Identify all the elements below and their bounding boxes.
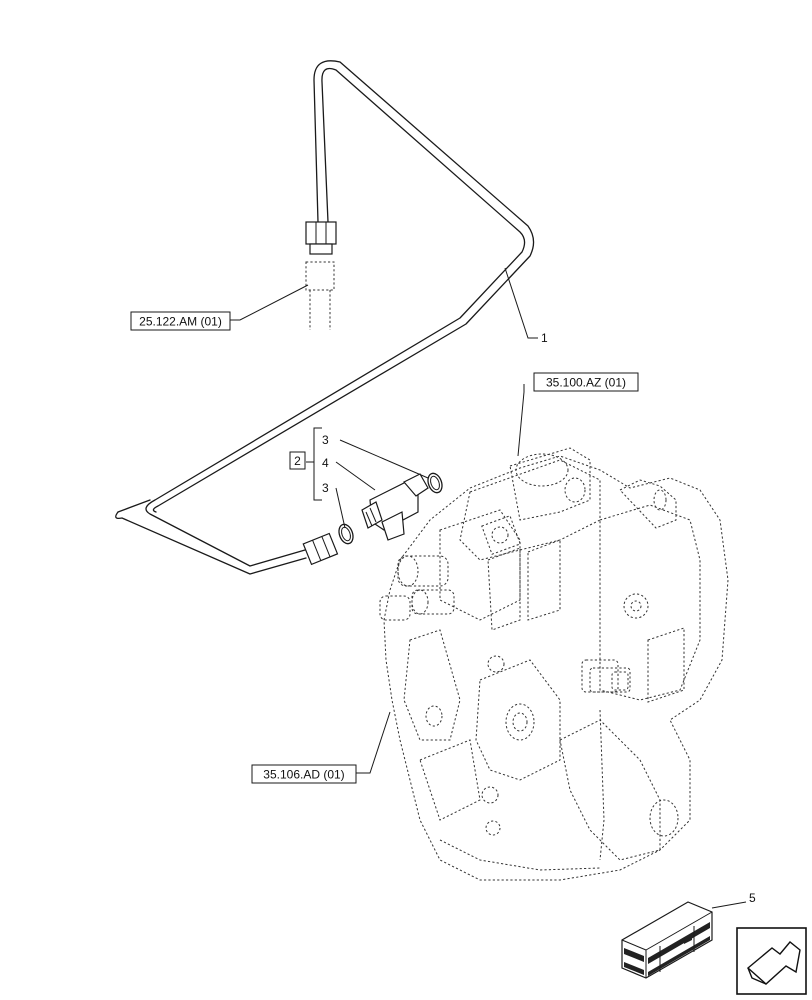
hydraulic-pipe	[115, 60, 535, 575]
item-numbers: 1 3 4 3 5	[322, 331, 756, 905]
svg-text:3: 3	[322, 481, 329, 495]
o-ring-lower	[338, 523, 354, 545]
o-ring-upper	[427, 472, 443, 494]
svg-text:2: 2	[294, 454, 301, 468]
svg-text:25.122.AM (01): 25.122.AM (01)	[139, 315, 222, 329]
svg-text:3: 3	[322, 433, 329, 447]
svg-text:5: 5	[749, 891, 756, 905]
pump-assembly	[379, 447, 729, 881]
next-page-arrow-icon[interactable]	[736, 927, 807, 995]
callout-25-122: 25.122.AM (01)	[130, 311, 231, 331]
svg-text:35.106.AD (01): 35.106.AD (01)	[263, 768, 344, 782]
leader-lines	[230, 267, 747, 909]
tee-fitting	[361, 473, 429, 541]
svg-text:4: 4	[322, 456, 329, 470]
kit-callout: 2	[289, 451, 306, 470]
mating-port-hidden	[305, 261, 335, 330]
svg-text:1: 1	[541, 331, 548, 345]
callout-35-100: 35.100.AZ (01)	[533, 372, 639, 392]
callout-35-106: 35.106.AD (01)	[251, 764, 357, 784]
crate-icon	[621, 901, 713, 979]
svg-text:35.100.AZ (01): 35.100.AZ (01)	[546, 376, 626, 390]
